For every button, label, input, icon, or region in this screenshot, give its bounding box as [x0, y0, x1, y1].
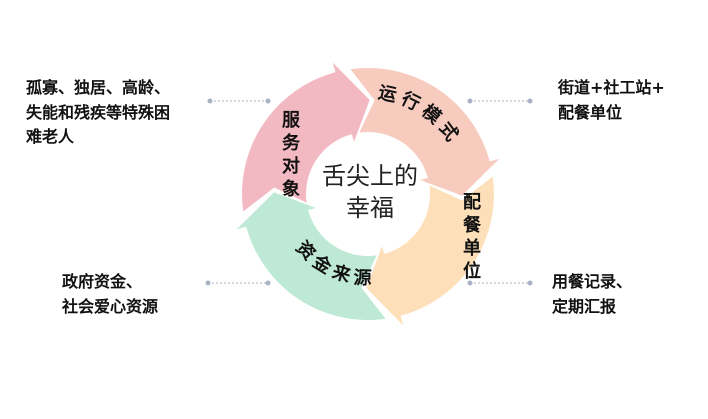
connector-dot: [205, 280, 211, 286]
connector-dot: [207, 98, 213, 104]
connector-dot: [467, 98, 473, 104]
segment-operation-mode: [350, 68, 500, 196]
connector-dot: [265, 280, 271, 286]
annotation-catering-unit: 用餐记录、 定期汇报: [552, 272, 633, 316]
center-title-line1: 舌尖上的: [322, 162, 418, 190]
annotation-funding-source: 政府资金、 社会爱心资源: [62, 272, 159, 316]
center-title: 舌尖上的 幸福: [310, 160, 430, 224]
center-title-line2: 幸福: [346, 194, 394, 222]
segment-label-service-targets: 服务对象: [279, 110, 300, 202]
annotation-service-targets: 孤寡、独居、高龄、 失能和残疾等特殊困 难老人: [26, 78, 171, 146]
annotation-operation-mode: 街道+社工站+ 配餐单位: [558, 78, 665, 122]
connector-dot: [265, 98, 271, 104]
segment-label-catering-unit: 配餐单位: [460, 192, 481, 284]
segment-service-targets: [242, 62, 370, 212]
segment-funding-source: [236, 192, 386, 320]
connector-dot: [527, 280, 533, 286]
connector-dot: [527, 98, 533, 104]
segment-catering-unit: [366, 176, 494, 326]
connector-dot: [467, 280, 473, 286]
